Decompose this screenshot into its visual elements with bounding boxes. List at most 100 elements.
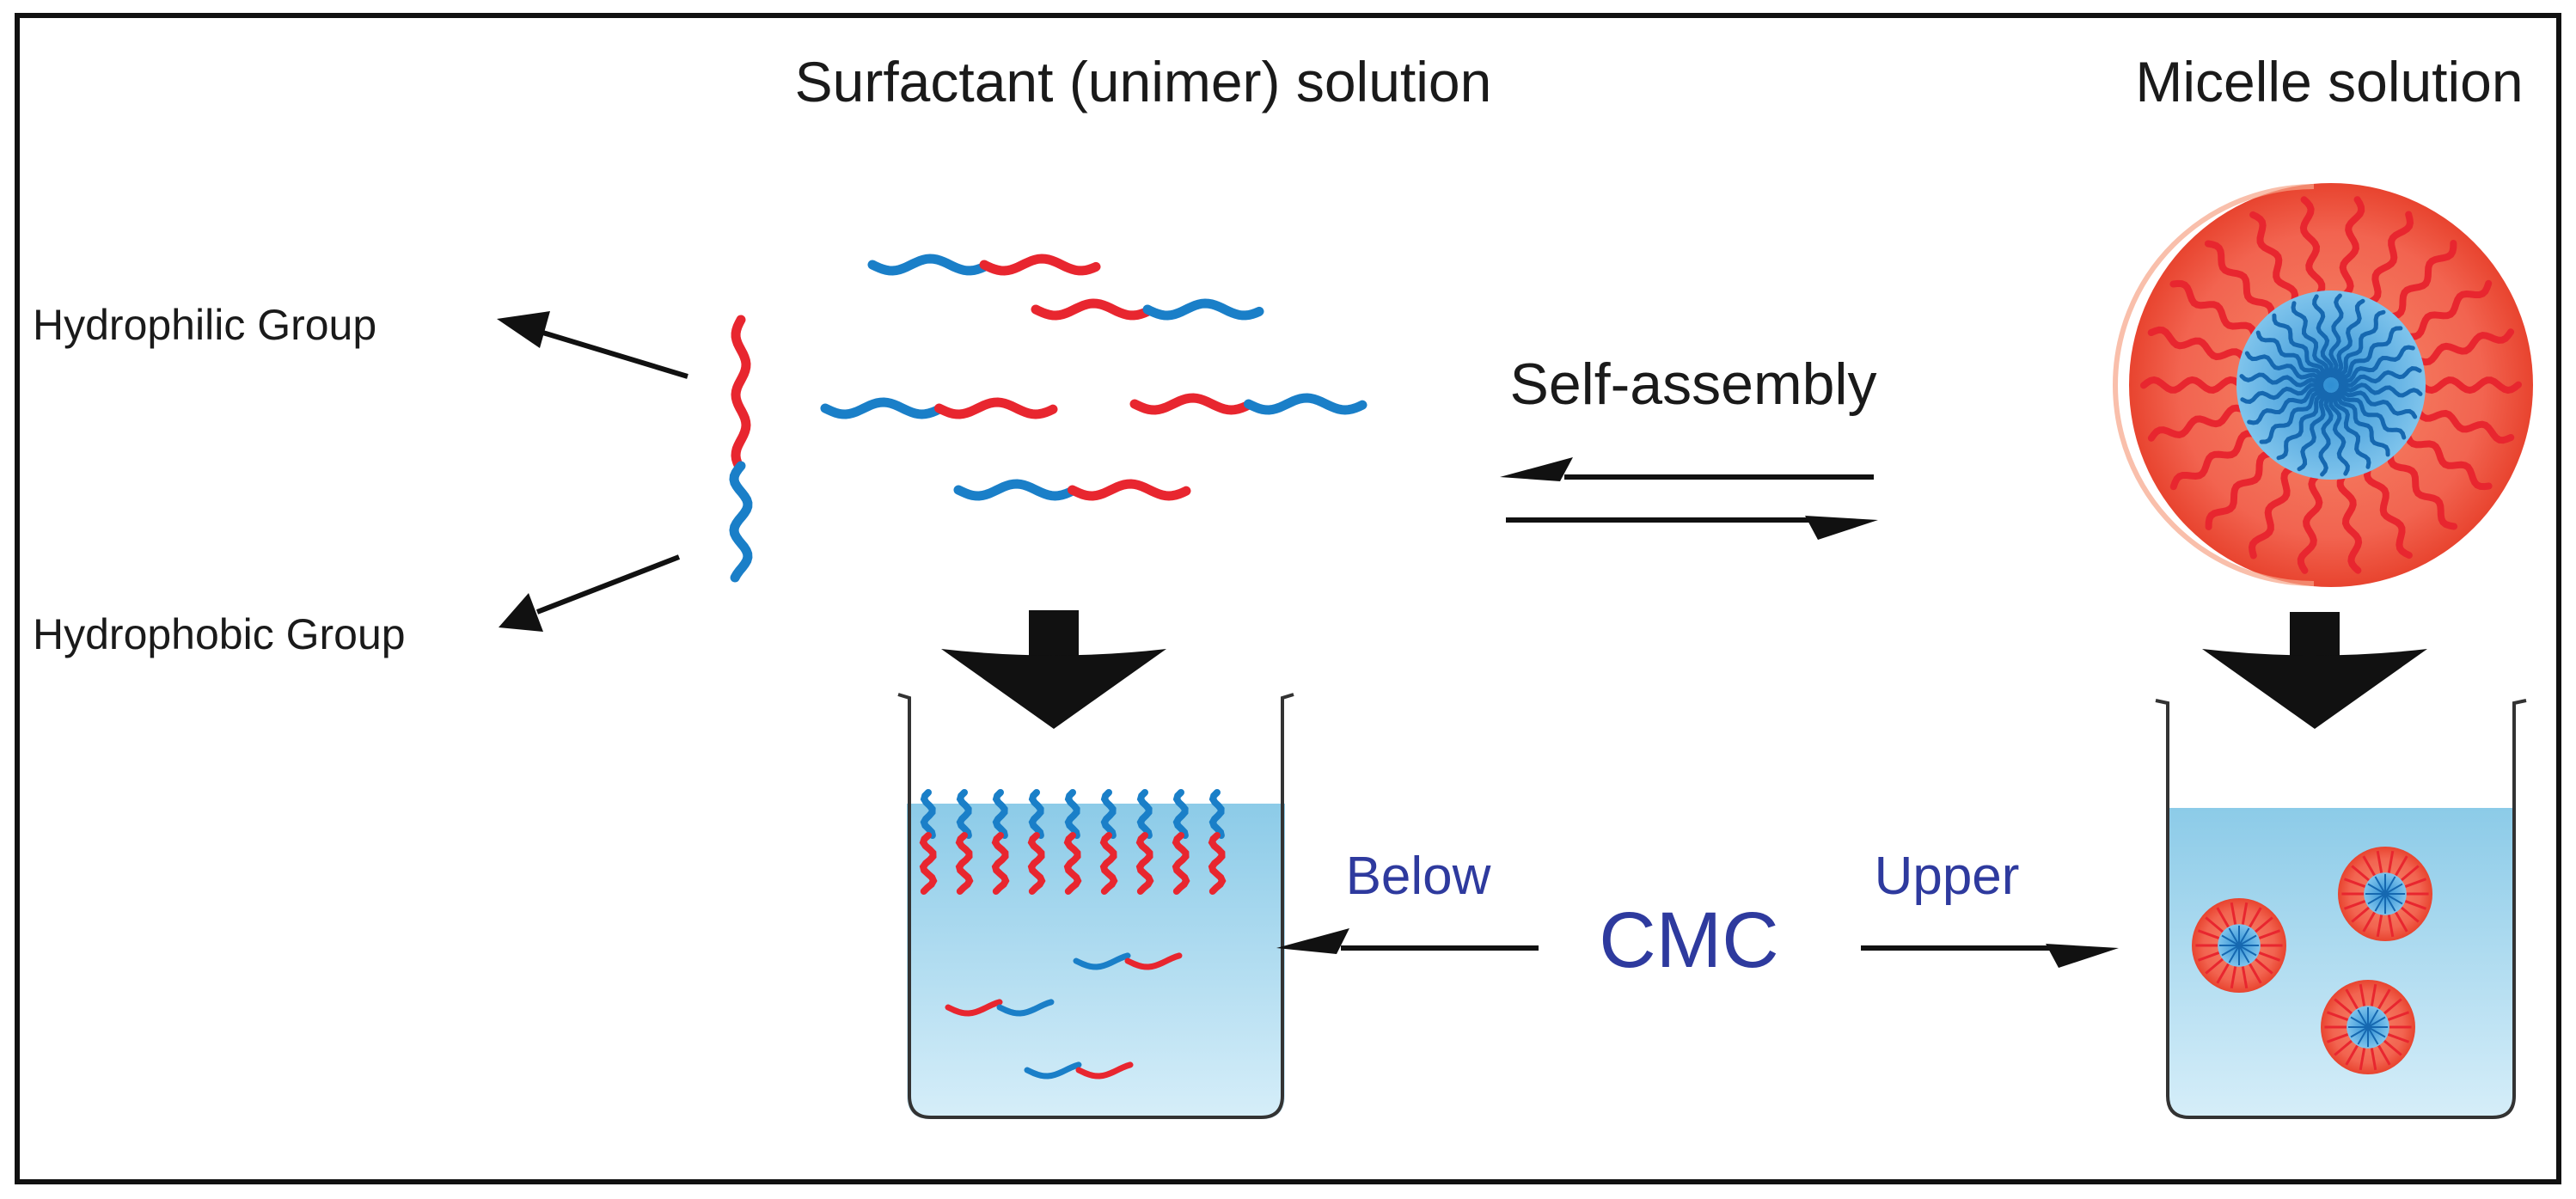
surfactant-segment — [979, 254, 1101, 276]
hydrophobic-group-label: Hydrophobic Group — [33, 610, 406, 658]
small-micelle-head — [2395, 855, 2408, 877]
surfactant-segment — [1075, 1061, 1134, 1080]
monolayer-head — [1208, 832, 1227, 895]
monolayer-tail — [1172, 789, 1189, 839]
micelle-head-chain — [2414, 328, 2515, 366]
small-micelle-tail — [2384, 893, 2403, 905]
unimer-solution-title: Surfactant (unimer) solution — [795, 50, 1492, 113]
micelle-tail-chain — [2338, 383, 2418, 419]
small-micelle-head — [2404, 900, 2427, 910]
surfactant-segment — [1073, 952, 1131, 970]
monolayer-tail — [920, 789, 936, 839]
small-micelle-head — [2345, 1044, 2359, 1066]
micelle-tail-chain — [2336, 345, 2415, 383]
micelle-tail-chain — [2318, 392, 2335, 477]
small-micelle — [2192, 898, 2286, 993]
small-micelle-head — [2377, 988, 2391, 1010]
beaker-below-cmc — [897, 693, 1294, 1119]
small-micelle-head — [2258, 929, 2281, 939]
small-micelle-head — [2249, 963, 2262, 984]
micelle-tail-chain — [2291, 301, 2329, 380]
small-micelle-tail — [2238, 945, 2257, 957]
small-micelle-tail — [2238, 927, 2250, 946]
monolayer-head — [955, 832, 974, 895]
small-micelle-head — [2326, 1011, 2349, 1021]
small-micelle-tail — [2384, 876, 2396, 895]
micelle-head-chain — [2386, 240, 2457, 321]
small-micelle-head — [2359, 1048, 2366, 1071]
small-micelle-head — [2387, 1033, 2410, 1043]
small-micelle-head — [2334, 998, 2353, 1015]
small-micelle-head — [2249, 907, 2262, 928]
micelle-head-chain — [2248, 463, 2298, 560]
cmc-label: CMC — [1599, 896, 1779, 984]
small-micelle-head — [2362, 911, 2376, 933]
small-micelle-tail — [2374, 893, 2386, 912]
small-micelle-head — [2404, 878, 2427, 888]
hydrophobic-segment — [729, 461, 753, 583]
micelle-tail-chain — [2312, 294, 2334, 379]
small-micelle-head — [2395, 911, 2408, 933]
surface-monolayer — [919, 789, 1227, 895]
small-micelle-tail — [2384, 893, 2396, 912]
small-micelle — [2321, 980, 2415, 1074]
shell-highlight — [2113, 184, 2315, 586]
small-micelle-head — [2230, 902, 2237, 925]
small-micelle-head — [2241, 966, 2249, 989]
dissolved-unimers — [945, 952, 1183, 1080]
small-micelle-tail — [2367, 1026, 2386, 1038]
monolayer-tail — [1100, 789, 1117, 839]
micelle-head-chain — [2418, 376, 2522, 395]
monolayer-head — [991, 832, 1010, 895]
monolayer-head — [1027, 832, 1046, 895]
small-micelle-head — [2334, 1039, 2353, 1056]
small-micelle-head — [2216, 907, 2230, 928]
monolayer-tail — [1028, 789, 1044, 839]
surfactant-segment — [867, 254, 989, 276]
small-micelle-tail — [2367, 883, 2386, 895]
below-arrow — [1276, 928, 1539, 954]
small-micelle-tail — [2367, 1016, 2386, 1028]
hydrophilic-segment — [731, 315, 751, 471]
micelle-tail-chain — [2276, 392, 2330, 461]
micelle-head-chain — [2403, 430, 2493, 491]
micelle-cross-section — [2113, 183, 2533, 587]
small-micelle-head — [2197, 929, 2220, 939]
small-micelle-tail — [2238, 934, 2257, 946]
small-micelle-tail — [2367, 893, 2386, 905]
small-micelle-head — [2377, 1044, 2391, 1066]
micelle-tail-chain — [2329, 298, 2365, 378]
equilibrium-arrows — [1500, 457, 1878, 540]
small-micelle-tail — [2357, 1026, 2369, 1045]
small-micelle-head — [2400, 865, 2420, 882]
monolayer-tail — [992, 789, 1008, 839]
monolayer-head — [1135, 832, 1154, 895]
down-arrow-micelle — [2202, 612, 2427, 729]
monolayer-tail — [1136, 789, 1153, 839]
surfactant-segment — [1244, 393, 1368, 415]
self-assembly-label: Self-assembly — [1509, 352, 1876, 417]
micelle-head-chain — [2363, 463, 2413, 560]
micelle-head-chain — [2249, 211, 2299, 307]
surfactant-segment — [953, 479, 1077, 501]
micelle-tail-chain — [2272, 313, 2326, 382]
small-micelle-head — [2197, 951, 2220, 962]
hydrophilic-group-label: Hydrophilic Group — [33, 301, 376, 349]
micelle-head-chain — [2336, 470, 2363, 574]
small-micelle-head — [2351, 906, 2371, 923]
small-micelle-tail — [2221, 945, 2240, 957]
small-micelle-tail — [2228, 927, 2240, 946]
small-micelle-tail — [2357, 1009, 2369, 1028]
surfactant-segment — [996, 999, 1055, 1017]
surfactant-segment — [1142, 298, 1264, 321]
micelle-head-chain — [2147, 326, 2249, 364]
micelle-tail-chain — [2328, 391, 2350, 476]
micelle-tail-chain — [2297, 392, 2333, 472]
surfactant-segment — [820, 397, 944, 419]
micelle-tail-chain — [2338, 381, 2423, 398]
micelle-head-chain — [2169, 279, 2259, 340]
micelle-head-chain — [2299, 196, 2326, 300]
hydrophobic-pointer-arrow — [499, 554, 681, 632]
